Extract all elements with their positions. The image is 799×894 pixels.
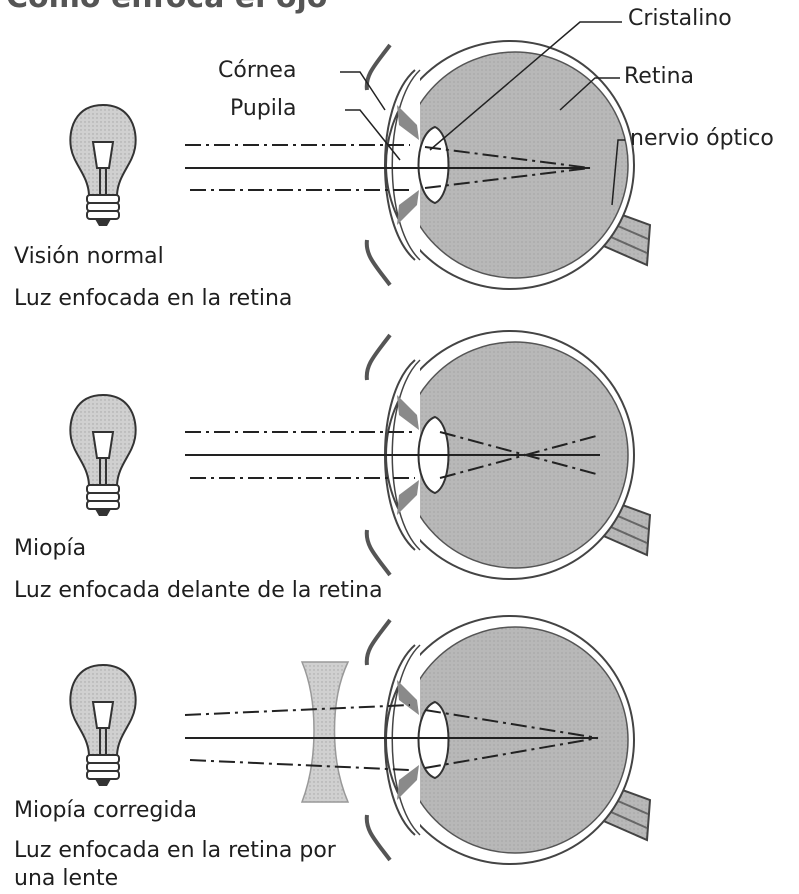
leader-cornea	[340, 71, 386, 111]
ray-focus-bottom-1	[424, 167, 591, 189]
caption-normal-1: Visión normal	[14, 244, 164, 269]
caption-myopia-2: Luz enfocada delante de la retina	[14, 578, 383, 603]
label-retina: Retina	[624, 64, 694, 89]
eye-corrected	[364, 614, 652, 866]
caption-corrected-1: Miopía corregida	[14, 798, 197, 823]
caption-corrected-3: una lente	[14, 866, 119, 891]
label-cristalino: Cristalino	[628, 6, 732, 31]
leader-nervio	[611, 139, 625, 206]
ray-focus-top-1	[424, 146, 591, 169]
caption-normal-2: Luz enfocada en la retina	[14, 286, 293, 311]
ray-cross-bottom-2	[439, 434, 601, 479]
ray-top-3	[184, 704, 411, 716]
label-nervio-optico: nervio óptico	[630, 126, 774, 151]
leader-cristalino	[429, 21, 622, 151]
ray-cross-top-2	[439, 431, 601, 476]
leader-pupila	[345, 109, 401, 161]
lightbulb-icon-1	[69, 104, 137, 227]
ray-focus-top-3	[424, 709, 599, 739]
lightbulb-icon-3	[69, 664, 137, 787]
diagram-title: Cómo enfoca el ojo	[6, 0, 327, 15]
caption-myopia-1: Miopía	[14, 536, 87, 561]
ray-bottom-3	[189, 759, 411, 771]
leader-retina	[559, 77, 620, 111]
label-pupila: Pupila	[230, 96, 297, 121]
concave-lens	[300, 661, 350, 803]
caption-corrected-2: Luz enfocada en la retina por	[14, 838, 336, 863]
lightbulb-icon-2	[69, 394, 137, 517]
ray-focus-bottom-3	[424, 737, 599, 769]
label-cornea: Córnea	[218, 58, 297, 83]
